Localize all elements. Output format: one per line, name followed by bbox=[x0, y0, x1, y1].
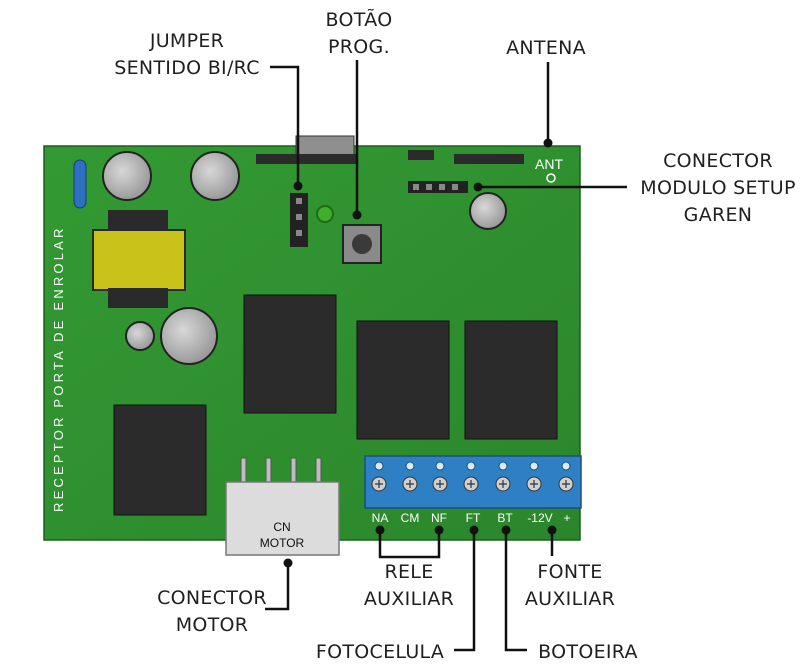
callout-dots bbox=[283, 138, 557, 568]
callout-motor-line2: MOTOR bbox=[176, 614, 249, 636]
capacitor bbox=[160, 307, 218, 365]
top-header bbox=[408, 150, 434, 160]
transformer bbox=[92, 229, 186, 291]
terminal-label-plus: + bbox=[563, 511, 570, 525]
motor-connector-label-line2: MOTOR bbox=[260, 536, 305, 550]
program-button-cap[interactable] bbox=[352, 234, 372, 254]
callout-button-line1: BOTÃO bbox=[326, 8, 393, 31]
callout-jumper-line2: SENTIDO BI/RC bbox=[114, 57, 260, 79]
terminal-label-na: NA bbox=[372, 511, 389, 525]
terminal-label-nf: NF bbox=[431, 511, 447, 525]
regulator-chip bbox=[113, 404, 207, 516]
program-button[interactable] bbox=[342, 224, 382, 264]
terminal-label-ft: FT bbox=[466, 511, 481, 525]
callout-leader-lines bbox=[265, 60, 627, 652]
terminal-label-bt: BT bbox=[497, 511, 513, 525]
terminal-screws[interactable] bbox=[371, 461, 574, 492]
callout-relay-line2: AUXILIAR bbox=[364, 588, 454, 610]
callout-setup-line3: GAREN bbox=[684, 204, 753, 226]
motor-connector[interactable] bbox=[225, 481, 340, 556]
callout-power-line1: FONTE bbox=[537, 561, 602, 583]
capacitor-small bbox=[125, 321, 155, 351]
callout-motor-line1: CONECTOR bbox=[157, 587, 267, 609]
callout-antenna: ANTENA bbox=[506, 37, 586, 59]
capacitor bbox=[190, 151, 240, 201]
antenna-pad bbox=[546, 173, 556, 183]
led bbox=[316, 205, 334, 223]
top-header bbox=[454, 154, 524, 164]
relay bbox=[464, 320, 558, 440]
board-side-label: RECEPTOR PORTA DE ENROLAR bbox=[51, 225, 66, 512]
antenna-mark: ANT bbox=[535, 156, 563, 172]
transformer-frame-top bbox=[108, 210, 168, 232]
callout-setup-line2: MODULO SETUP bbox=[640, 177, 795, 199]
capacitor bbox=[469, 192, 507, 230]
motor-connector-label-line1: CN bbox=[273, 520, 290, 534]
callout-pushbutton: BOTOEIRA bbox=[538, 641, 638, 663]
terminal-label-cm: CM bbox=[401, 511, 420, 525]
transformer-frame-bottom bbox=[108, 288, 168, 308]
callout-power-line2: AUXILIAR bbox=[525, 588, 615, 610]
callout-jumper-line1: JUMPER bbox=[149, 30, 224, 52]
top-header bbox=[256, 154, 356, 164]
capacitor bbox=[102, 151, 152, 201]
relay bbox=[356, 320, 450, 440]
ic-chip bbox=[243, 294, 337, 414]
blue-component bbox=[73, 159, 87, 209]
callout-button-line2: PROG. bbox=[328, 36, 390, 58]
terminal-label-minus12v: -12V bbox=[527, 511, 552, 525]
callout-photocell: FOTOCELULA bbox=[316, 641, 444, 663]
callout-setup-line1: CONECTOR bbox=[663, 150, 773, 172]
callout-relay-line1: RELE bbox=[385, 561, 434, 583]
